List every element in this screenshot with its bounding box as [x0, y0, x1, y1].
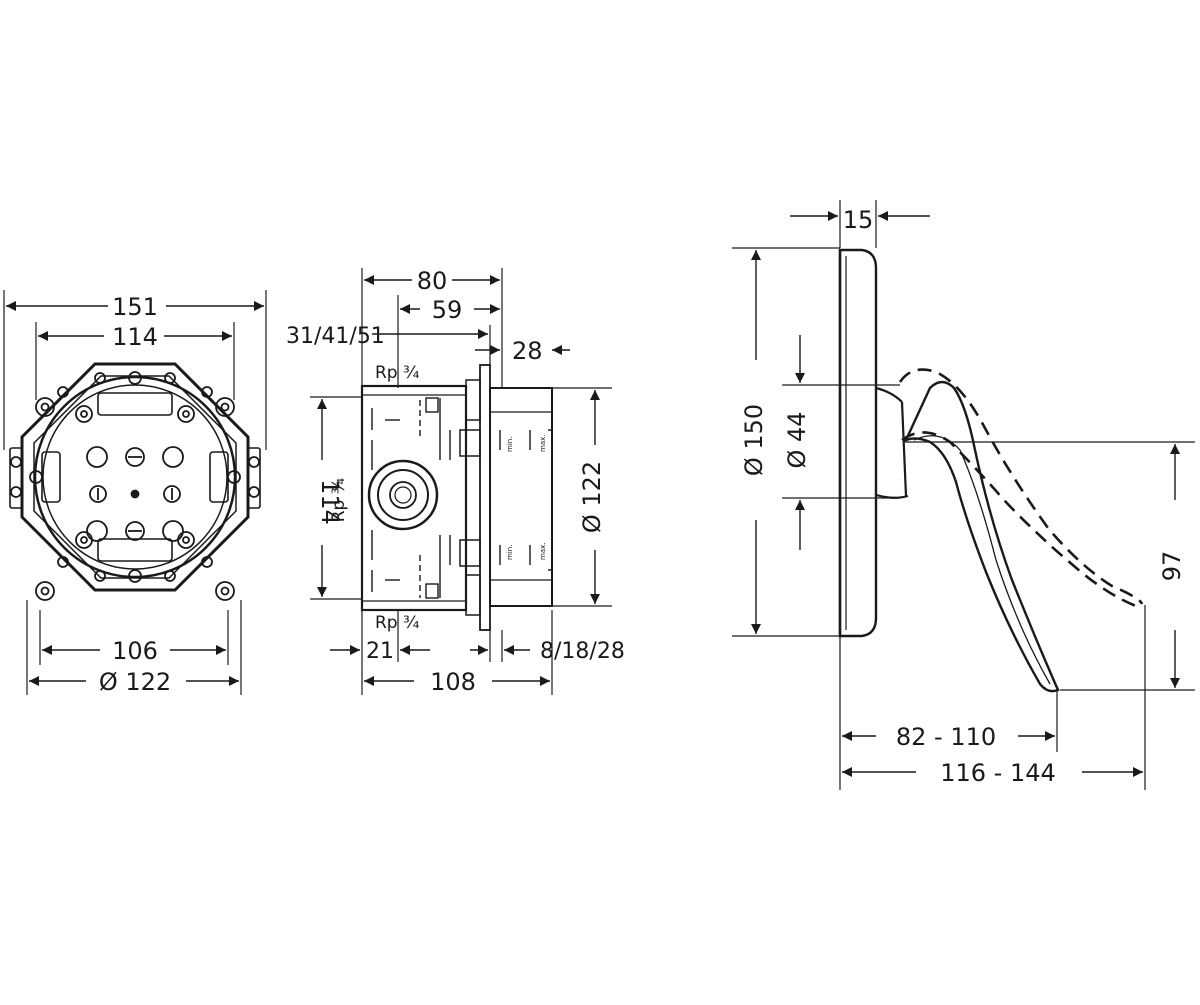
dim-ring-diameter: Ø 122: [99, 668, 171, 696]
port-grid: [86, 446, 184, 542]
dim-plate-diameter: Ø 150: [740, 404, 768, 476]
dim-diameter: Ø 122: [578, 461, 606, 533]
lever-handle: [903, 380, 1060, 693]
dim-lever-drop: 97: [1158, 551, 1186, 582]
port-label-top: Rp ¾: [375, 363, 419, 383]
dim-lever-reach: 82 - 110: [896, 723, 996, 751]
side-view: 80 59 31/41/51 28 114 Ø 122 21 8/18/28 1…: [286, 267, 625, 696]
mounting-lugs: [10, 371, 260, 601]
max-mark-bottom: max.: [539, 543, 547, 560]
lever-alternate-position: [898, 368, 1144, 608]
dim-total-depth: 108: [430, 668, 476, 696]
handle-dimension-lines: [751, 211, 1180, 777]
dim-bolt-span: 114: [112, 323, 158, 351]
box-body: [20, 362, 250, 592]
min-mark-top: min.: [506, 437, 514, 452]
port-label-bottom: Rp ¾: [375, 613, 419, 633]
side-box-outline: [360, 364, 553, 631]
front-view: 151 114 106 Ø 122: [3, 290, 267, 696]
port-label-side: Rp ¾: [329, 478, 349, 522]
box-side-frames: [9, 392, 261, 562]
front-extension-lines: [3, 290, 267, 695]
dim-depth-options: 31/41/51: [286, 324, 385, 349]
dim-depth-80: 80: [417, 267, 448, 295]
side-central-port: [367, 459, 439, 531]
dim-plate: 28: [512, 337, 543, 365]
dim-lever-reach-total: 116 - 144: [940, 759, 1056, 787]
front-dimension-lines: [6, 301, 264, 686]
dim-plate-thickness: 15: [843, 206, 874, 234]
dim-plaster-options: 8/18/28: [540, 639, 625, 664]
handle-view: 15 Ø 150 Ø 44 97 82 - 110 116 - 144: [732, 200, 1195, 790]
side-box-interior: [371, 397, 531, 599]
min-mark-bottom: min.: [506, 545, 514, 560]
trim-plate: [838, 248, 878, 638]
lever-hub: [875, 386, 909, 499]
dim-hub-diameter: Ø 44: [783, 411, 811, 468]
dim-depth-59: 59: [432, 296, 463, 324]
side-extension-lines: [310, 268, 612, 695]
side-dimension-lines: [317, 275, 600, 686]
dim-height: 114: [316, 479, 344, 525]
handle-extension-lines: [732, 200, 1195, 790]
dim-bottom-span: 106: [112, 637, 158, 665]
dim-overall-width: 151: [112, 293, 158, 321]
dim-offset-21: 21: [366, 639, 394, 664]
max-mark-top: max.: [539, 435, 547, 452]
